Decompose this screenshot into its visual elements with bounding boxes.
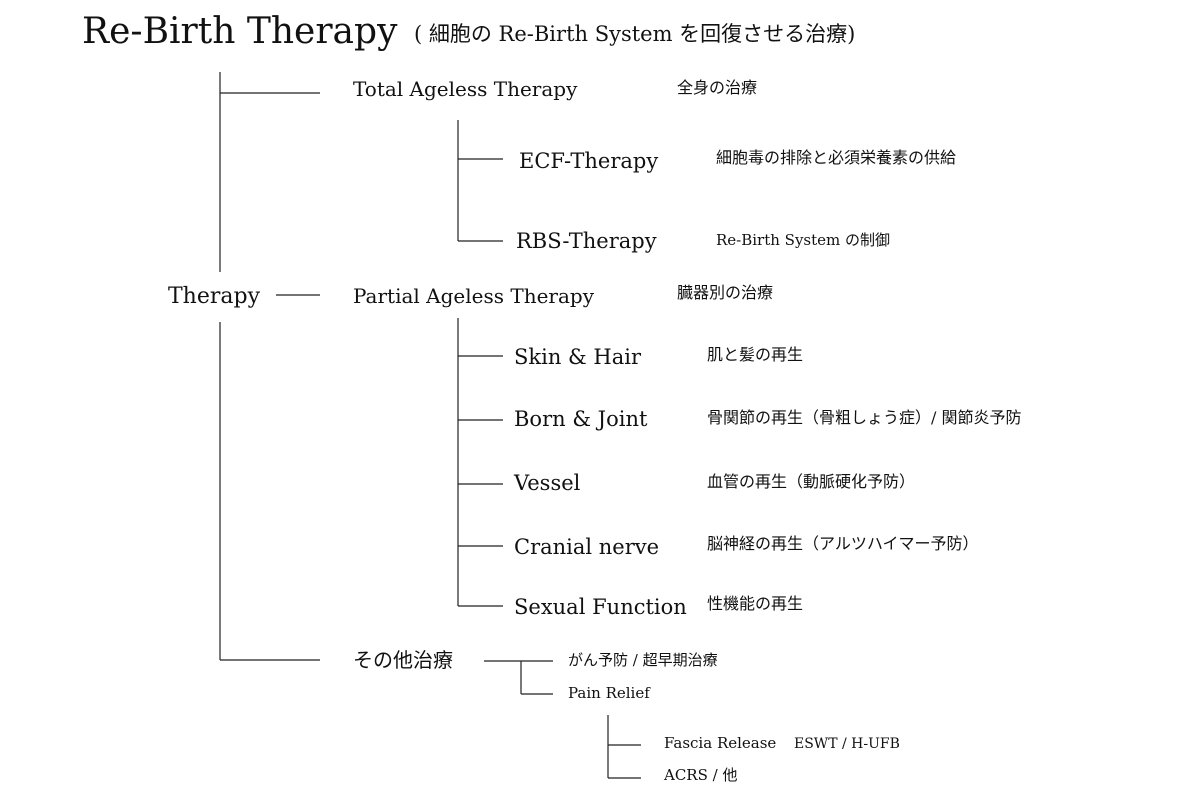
category-partial-desc: 臓器別の治療 <box>677 283 774 302</box>
page-subtitle: ( 細胞の Re-Birth System を回復させる治療) <box>414 22 856 46</box>
category-total-ageless: Total Ageless Therapy <box>353 77 578 101</box>
node-rbs-desc: Re-Birth System の制御 <box>716 231 891 249</box>
node-ecf-therapy: ECF-Therapy <box>519 149 659 173</box>
node-born-joint-desc: 骨関節の再生（骨粗しょう症）/ 関節炎予防 <box>707 408 1022 427</box>
node-cancer-prevention: がん予防 / 超早期治療 <box>568 651 718 669</box>
node-skin-hair-desc: 肌と髪の再生 <box>707 345 804 364</box>
node-born-joint: Born & Joint <box>514 407 648 431</box>
node-pain-relief: Pain Relief <box>568 684 650 702</box>
node-vessel-desc: 血管の再生（動脈硬化予防） <box>707 472 916 491</box>
node-ecf-desc: 細胞毒の排除と必須栄養素の供給 <box>716 148 957 167</box>
root-node: Therapy <box>168 284 261 309</box>
node-acrs: ACRS / 他 <box>664 766 738 784</box>
category-total-desc: 全身の治療 <box>677 78 758 97</box>
node-cranial-nerve-desc: 脳神経の再生（アルツハイマー予防） <box>707 534 979 553</box>
node-fascia-release: Fascia Release <box>664 734 777 752</box>
node-cranial-nerve: Cranial nerve <box>514 535 660 559</box>
node-fascia-note: ESWT / H-UFB <box>794 736 900 752</box>
node-rbs-therapy: RBS-Therapy <box>516 229 657 253</box>
page-title: Re-Birth Therapy <box>82 11 398 52</box>
node-sexual-function-desc: 性機能の再生 <box>707 594 804 613</box>
node-skin-hair: Skin & Hair <box>514 345 641 369</box>
node-vessel: Vessel <box>514 471 581 495</box>
node-sexual-function: Sexual Function <box>514 595 687 619</box>
category-other: その他治療 <box>353 648 453 672</box>
category-partial-ageless: Partial Ageless Therapy <box>353 284 594 308</box>
